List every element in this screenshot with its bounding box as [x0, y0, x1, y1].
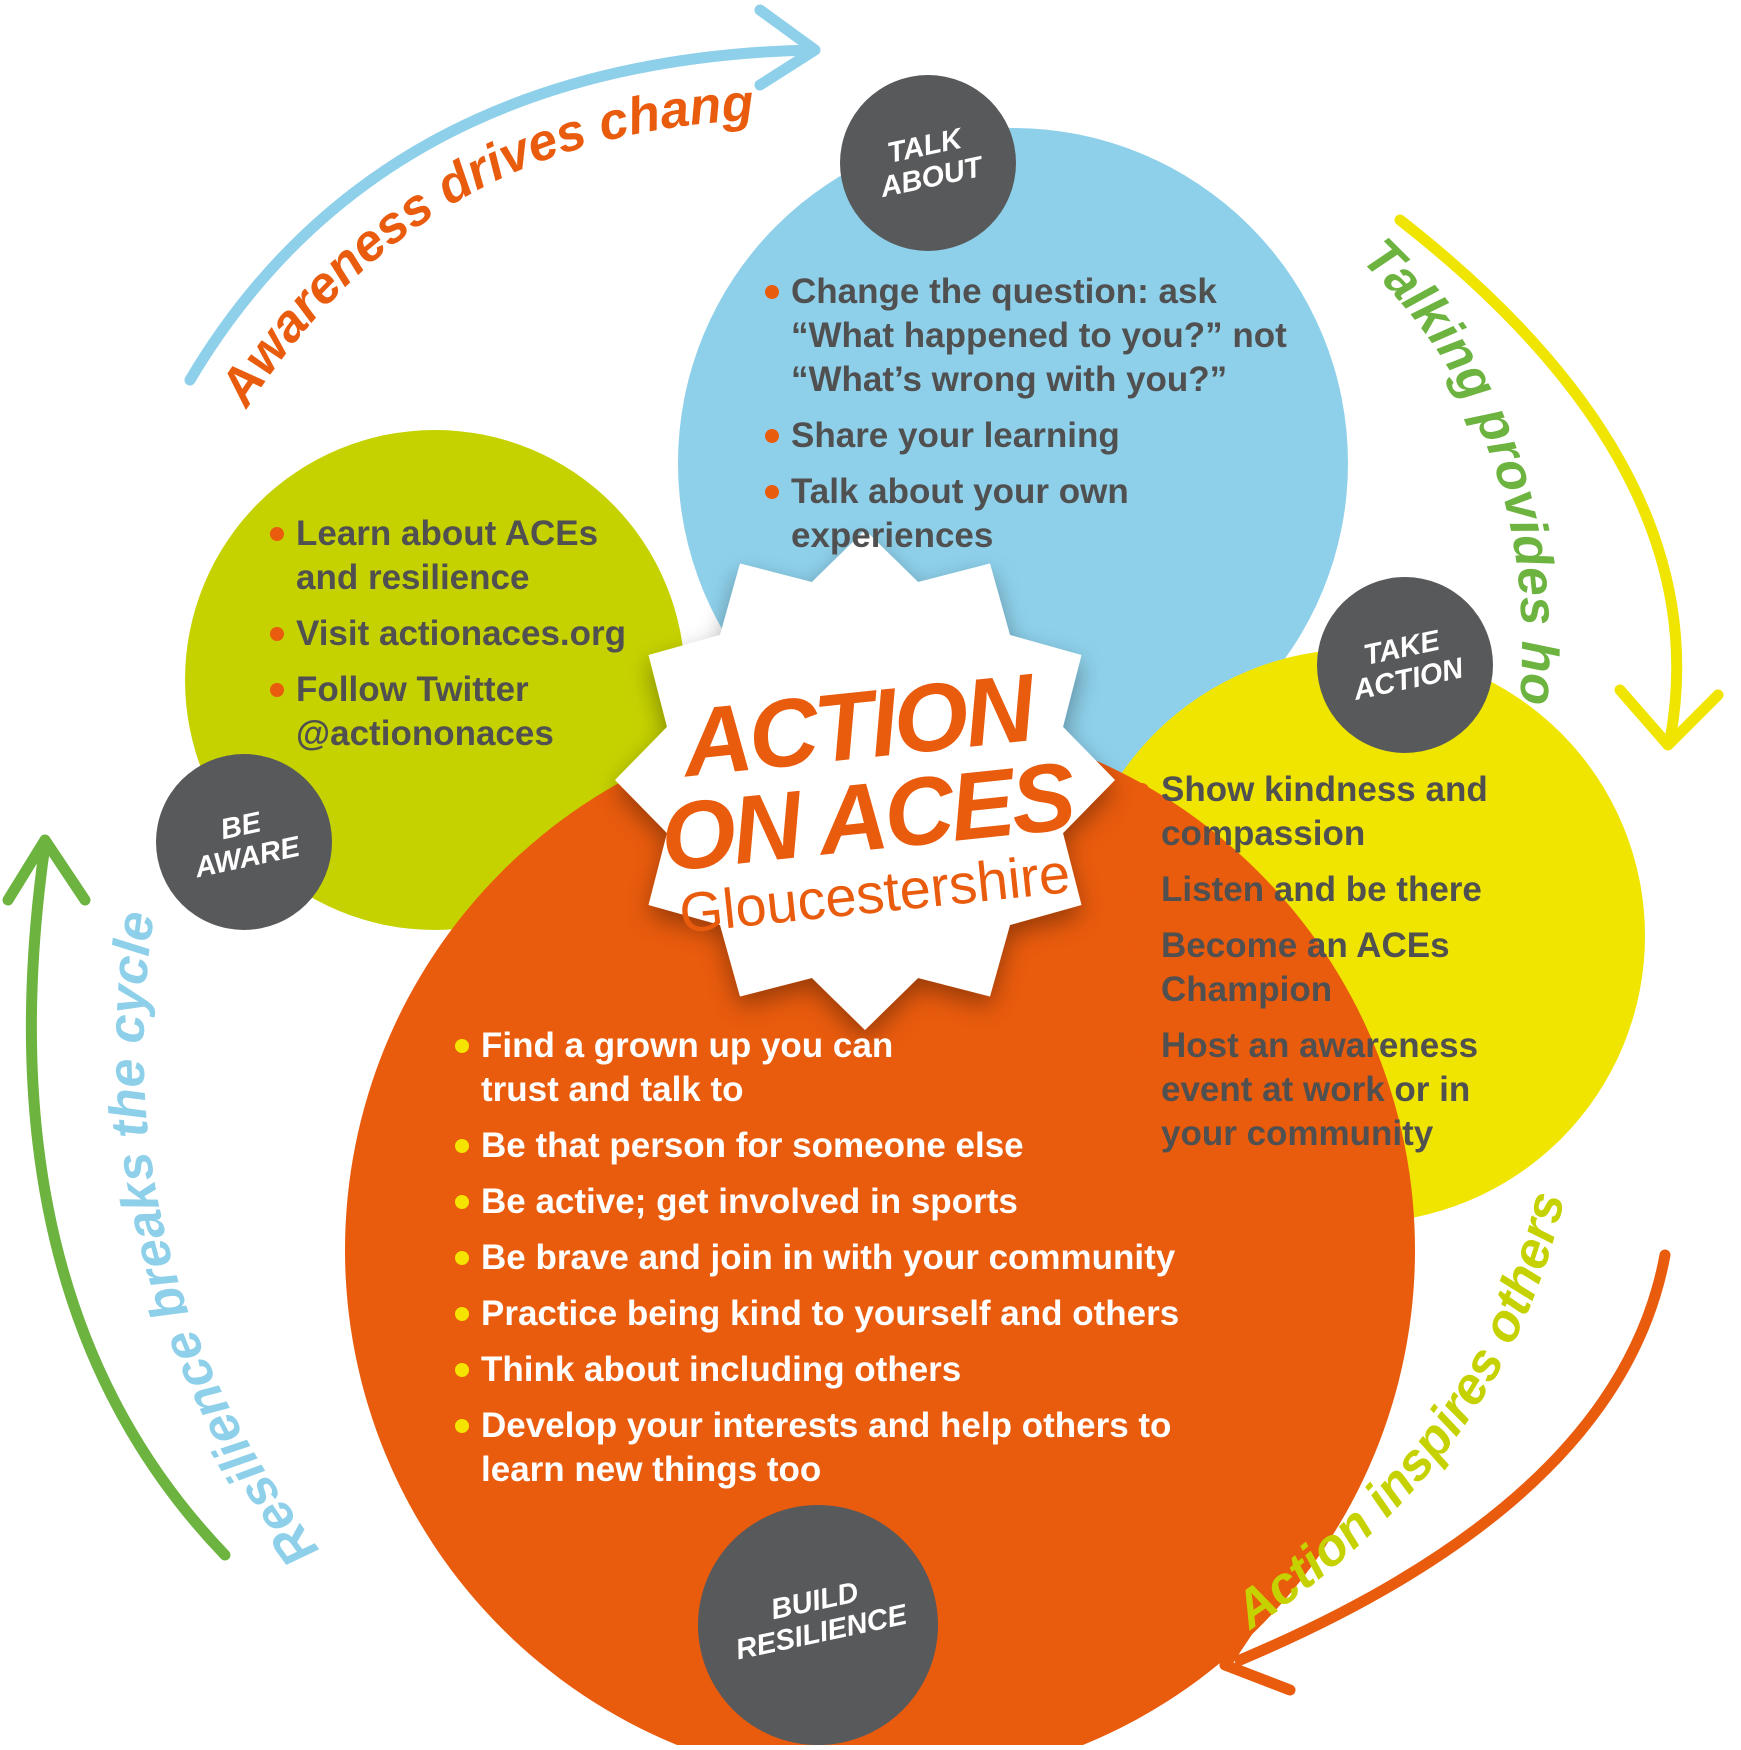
- list-item: Develop your interests and help others t…: [455, 1404, 1201, 1492]
- arrow-resilience: [25, 839, 231, 1561]
- list-item: Follow Twitter @actiononaces: [270, 668, 596, 756]
- circle-build-resilience: [345, 715, 1415, 1750]
- list-item: Talk about your own experiences: [765, 470, 1191, 558]
- cycle-label-resilience: Resilience breaks the cycle: [98, 908, 330, 1578]
- list-build-resilience: Find a grown up you can trust and talk t…: [455, 1024, 1235, 1504]
- arrow-awareness: [184, 44, 816, 386]
- list-take-action: Show kindness and compassion Listen and …: [1135, 768, 1515, 1168]
- arrow-talking-head: [1614, 684, 1724, 751]
- arrow-resilience-head: [2, 834, 91, 906]
- logo-starburst: [615, 530, 1115, 1030]
- list-be-aware: Learn about ACEs and resilience Visit ac…: [270, 512, 670, 768]
- list-item: Find a grown up you can trust and talk t…: [455, 1024, 921, 1112]
- list-item: Listen and be there: [1135, 868, 1515, 912]
- list-item: Show kindness and compassion: [1135, 768, 1515, 856]
- badge-build-resilience: [698, 1505, 938, 1745]
- badge-talk-about: [840, 75, 1016, 251]
- list-item: Be active; get involved in sports: [455, 1180, 1235, 1224]
- arrow-talking: [1394, 214, 1683, 746]
- list-item: Learn about ACEs and resilience: [270, 512, 626, 600]
- list-item: Practice being kind to yourself and othe…: [455, 1292, 1235, 1336]
- list-item: Think about including others: [455, 1348, 1235, 1392]
- badge-take-action: [1317, 577, 1493, 753]
- list-item: Share your learning: [765, 414, 1325, 458]
- arrow-action: [1234, 1249, 1671, 1666]
- arrow-awareness-head: [754, 4, 821, 91]
- list-item: Become an ACEs Champion: [1135, 924, 1481, 1012]
- arrow-action-head: [1219, 1599, 1296, 1696]
- list-item: Host an awareness event at work or in yo…: [1135, 1024, 1516, 1156]
- list-item: Be that person for someone else: [455, 1124, 1235, 1168]
- list-item: Change the question: ask “What happened …: [765, 270, 1325, 402]
- logo: ACTION ON ACES Gloucestershire: [643, 654, 1086, 946]
- badge-be-aware: [156, 754, 332, 930]
- list-item: Visit actionaces.org: [270, 612, 670, 656]
- list-talk-about: Change the question: ask “What happened …: [765, 270, 1325, 570]
- list-item: Be brave and join in with your community: [455, 1236, 1235, 1280]
